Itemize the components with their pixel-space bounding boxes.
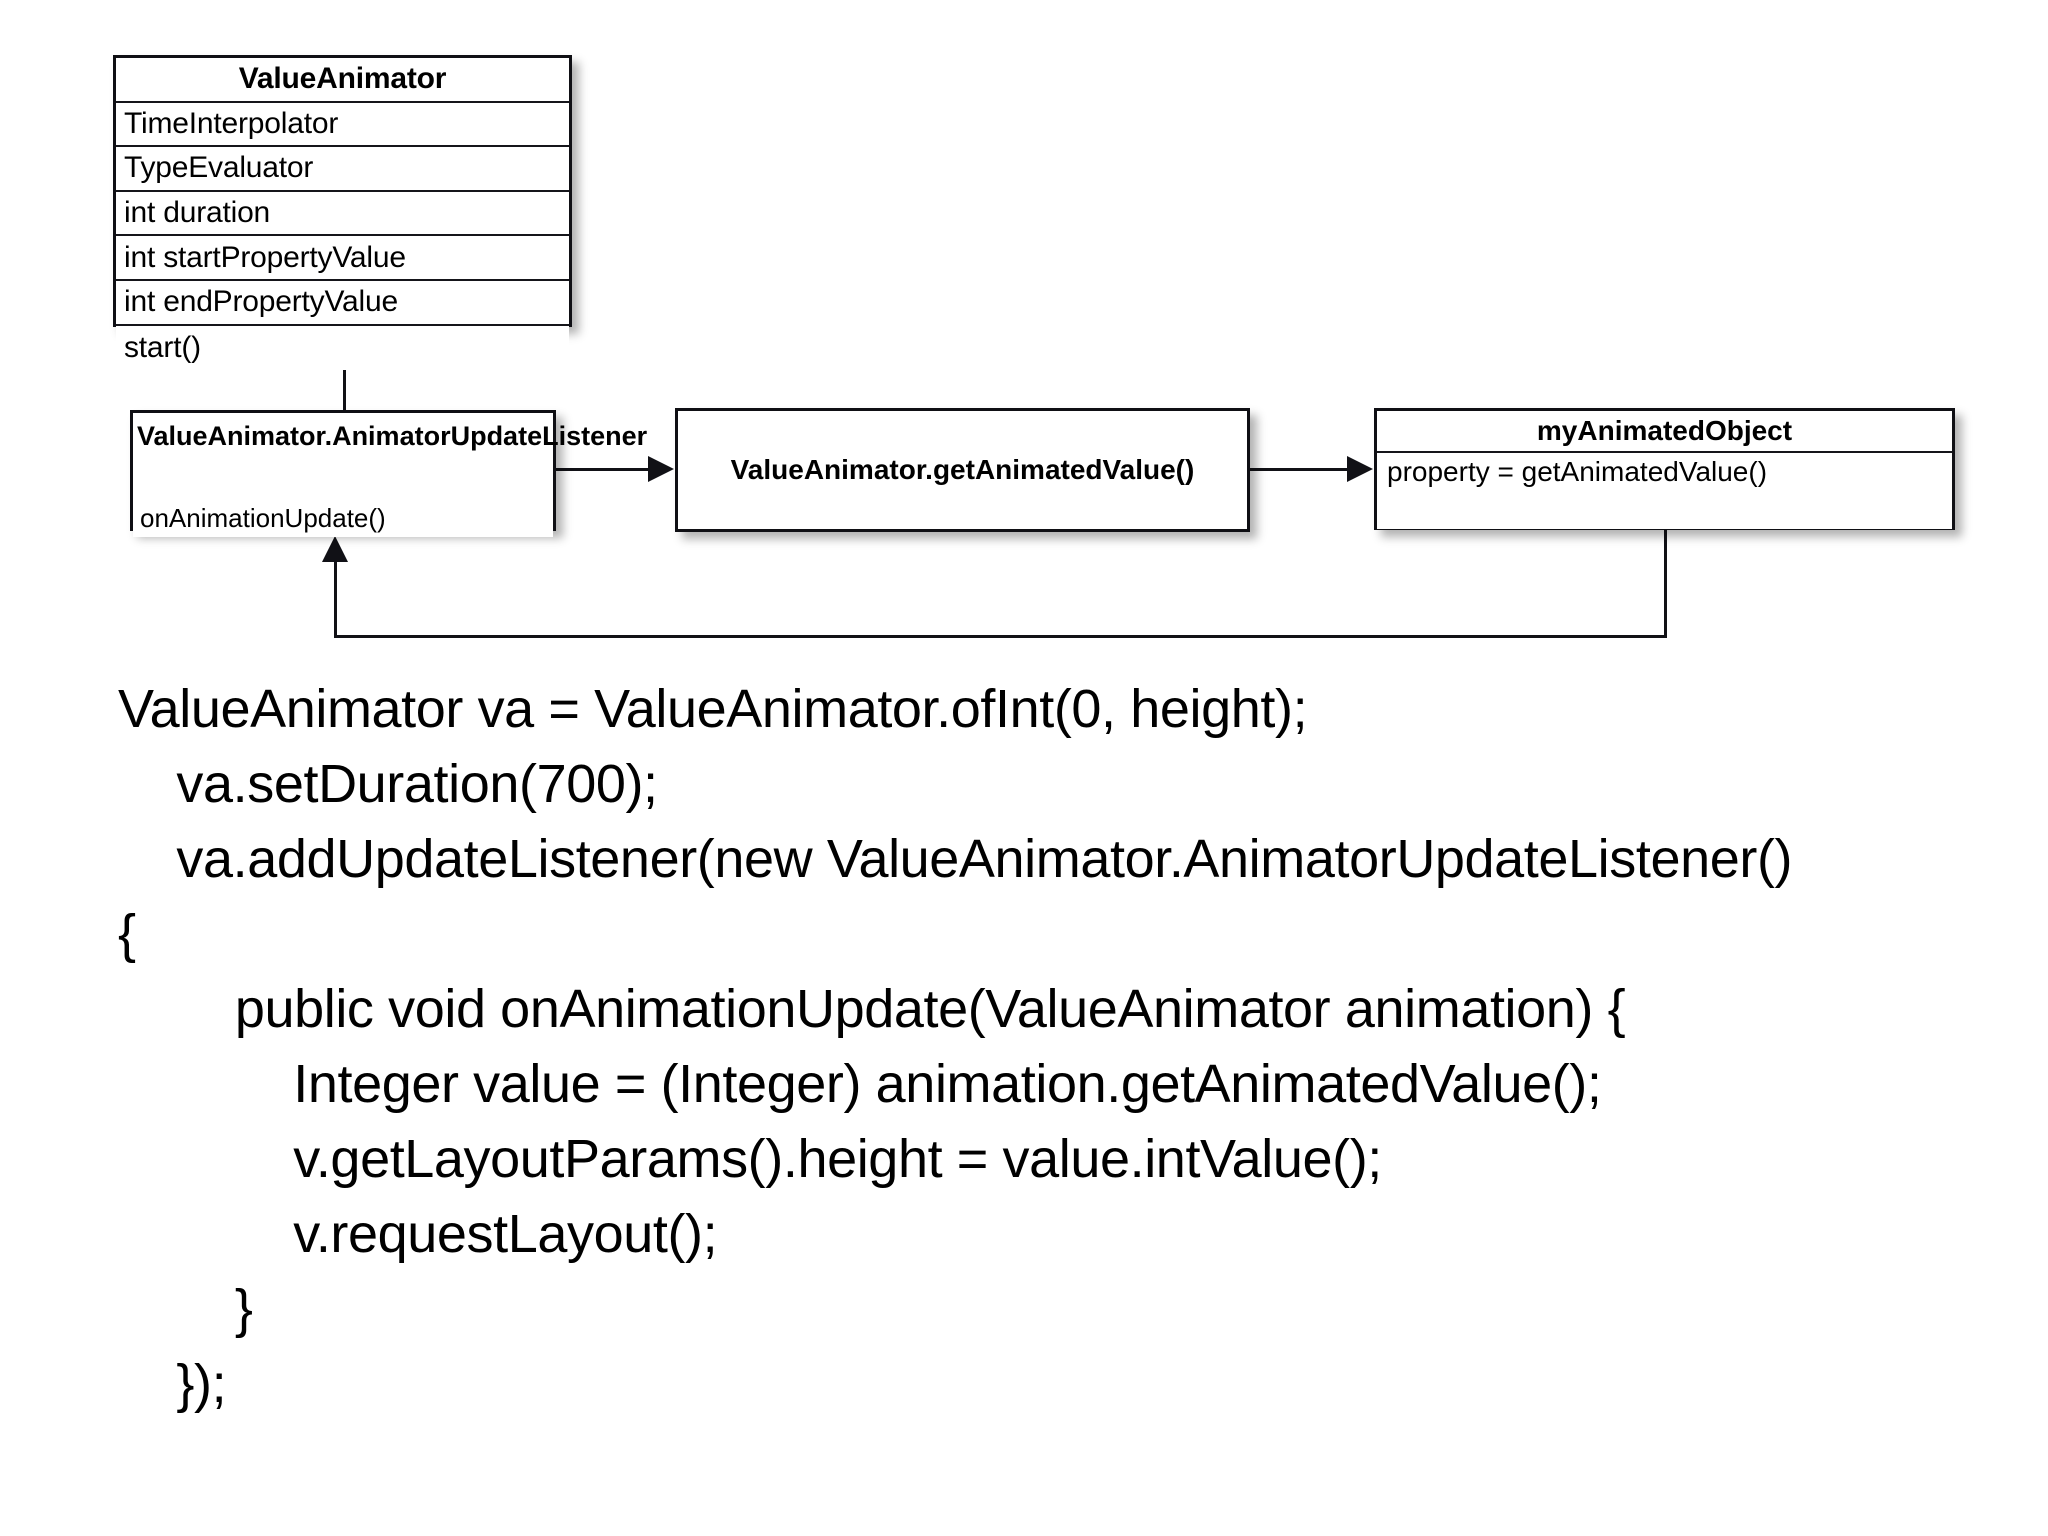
- arrowhead-to-get-animated-value: [648, 456, 674, 482]
- uml-row-type-evaluator: TypeEvaluator: [116, 147, 569, 192]
- code-line: ValueAnimator va = ValueAnimator.ofInt(0…: [118, 679, 1308, 739]
- code-line: va.addUpdateListener(new ValueAnimator.A…: [118, 829, 1793, 889]
- uml-row-duration: int duration: [116, 191, 569, 237]
- uml-box-animator-update-listener[interactable]: ValueAnimator.AnimatorUpdateListener onA…: [130, 410, 648, 537]
- uml-box-my-animated-object[interactable]: myAnimatedObject property = getAnimatedV…: [1374, 408, 1955, 530]
- uml-row-property-assignment: property = getAnimatedValue(): [1377, 453, 1952, 529]
- uml-box-title: ValueAnimator.AnimatorUpdateListener: [137, 421, 648, 451]
- code-line: v.getLayoutParams().height = value.intVa…: [118, 1129, 1382, 1189]
- uml-row-start-method: start(): [116, 325, 569, 371]
- connector-get-animated-value-to-my-animated-object: [1250, 468, 1348, 471]
- uml-row-time-interpolator: TimeInterpolator: [116, 102, 569, 148]
- connector-feedback-left: [334, 635, 1667, 638]
- code-line: }: [118, 1279, 253, 1339]
- connector-feedback-up: [334, 562, 337, 637]
- arrowhead-to-listener: [322, 536, 348, 562]
- uml-box-get-animated-value[interactable]: ValueAnimator.getAnimatedValue(): [675, 408, 1250, 532]
- code-line: Integer value = (Integer) animation.getA…: [118, 1054, 1602, 1114]
- code-line: });: [118, 1354, 227, 1414]
- code-line: public void onAnimationUpdate(ValueAnima…: [118, 979, 1626, 1039]
- uml-box-value-animator[interactable]: ValueAnimator TimeInterpolator TypeEvalu…: [113, 55, 572, 371]
- uml-diagram: ValueAnimator TimeInterpolator TypeEvalu…: [0, 0, 2048, 660]
- arrowhead-to-my-animated-object: [1347, 456, 1373, 482]
- uml-row-on-animation-update: onAnimationUpdate(): [133, 499, 553, 537]
- code-line: v.requestLayout();: [118, 1204, 718, 1264]
- connector-listener-to-get-animated-value: [556, 468, 651, 471]
- uml-row-end-property-value: int endPropertyValue: [116, 280, 569, 326]
- connector-feedback-down: [1664, 530, 1667, 638]
- uml-box-title: ValueAnimator.getAnimatedValue(): [730, 454, 1195, 485]
- code-line: va.setDuration(700);: [118, 754, 658, 814]
- uml-box-title: ValueAnimator: [116, 58, 569, 103]
- uml-box-title: myAnimatedObject: [1377, 411, 1952, 453]
- uml-row-start-property-value: int startPropertyValue: [116, 236, 569, 281]
- code-block: ValueAnimator va = ValueAnimator.ofInt(0…: [0, 672, 2048, 1422]
- code-line: {: [118, 904, 136, 964]
